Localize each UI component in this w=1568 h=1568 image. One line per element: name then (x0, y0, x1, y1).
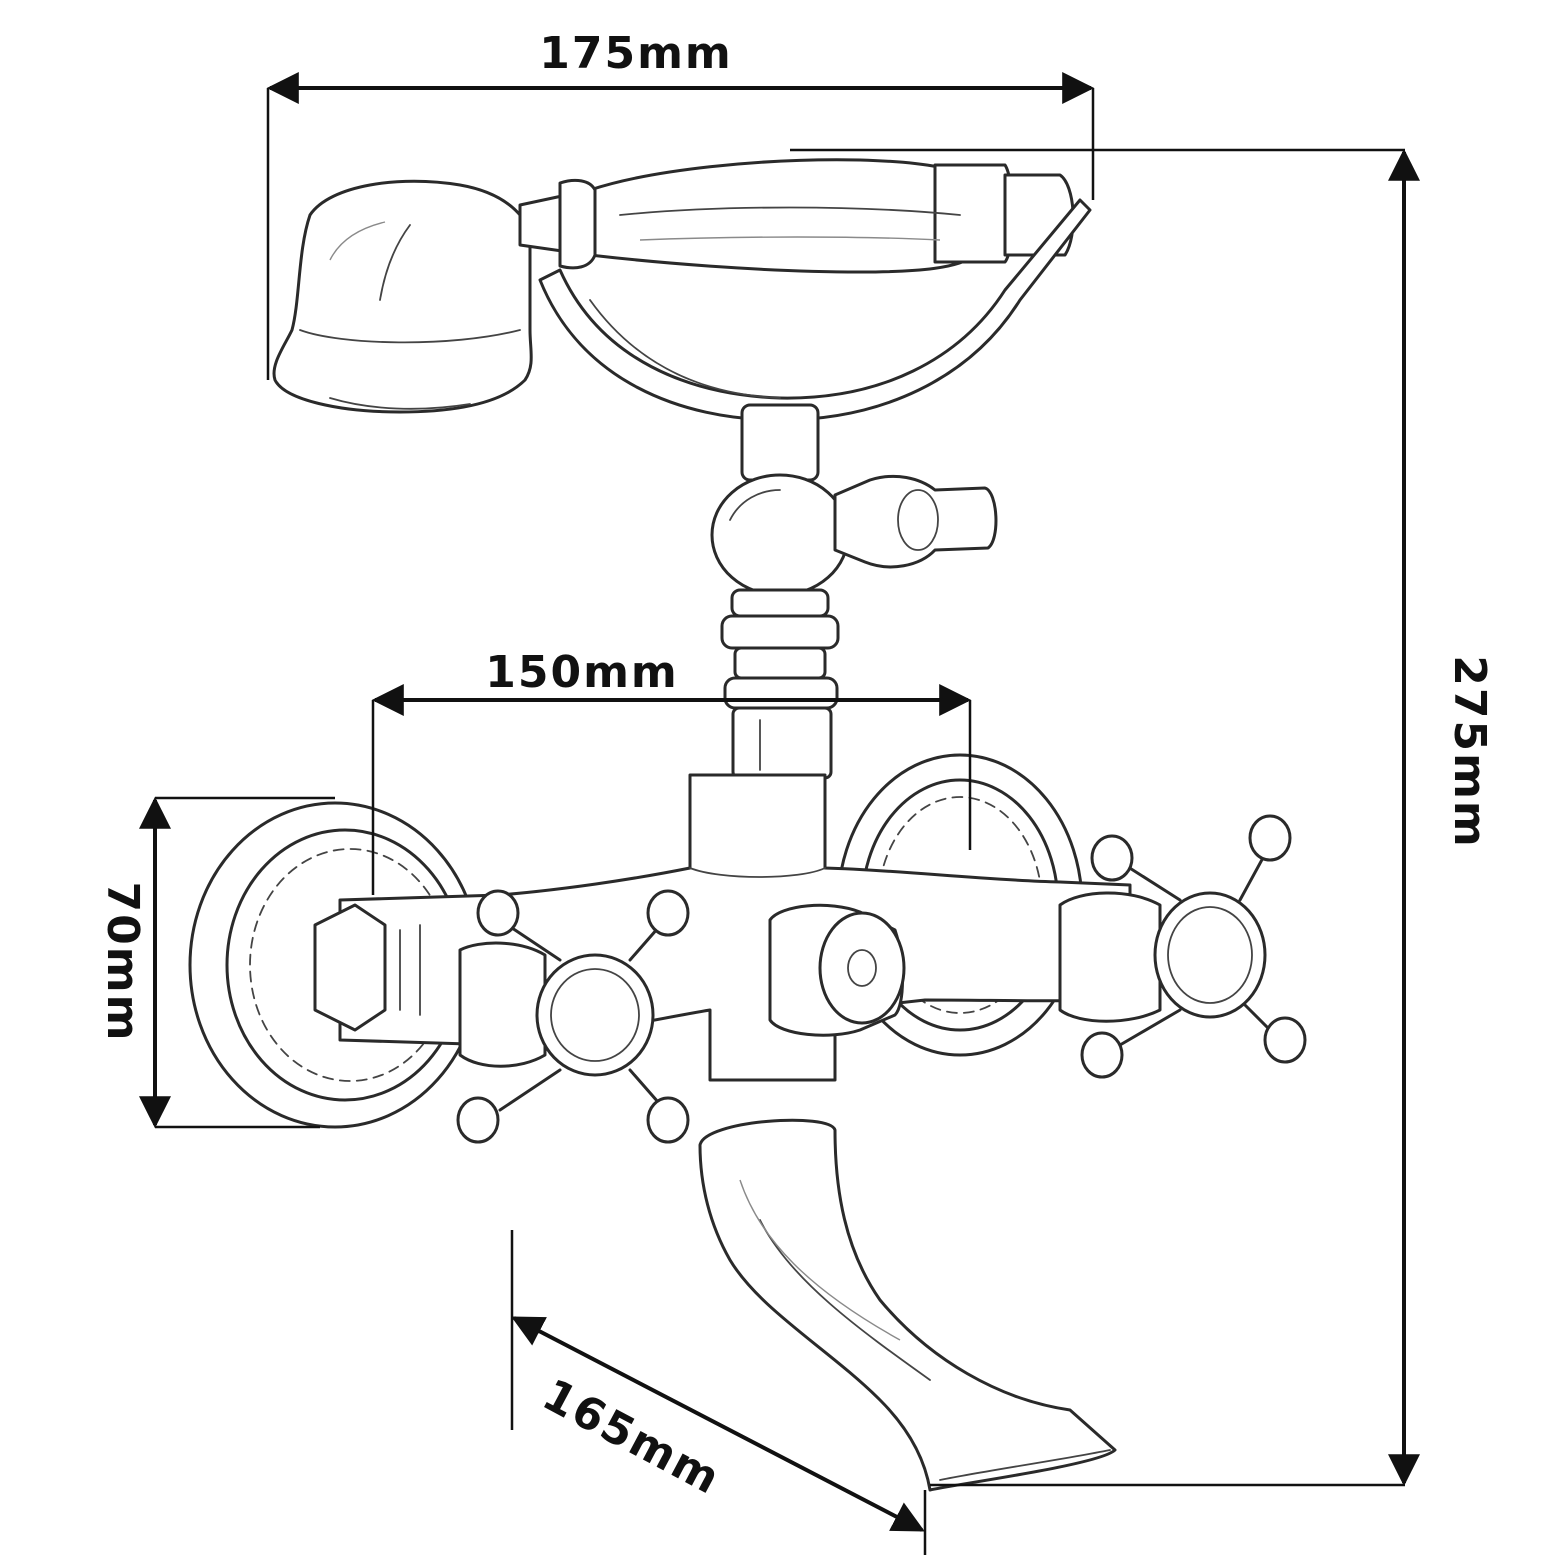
center-cap (768, 903, 906, 1037)
faucet-illustration (188, 158, 1307, 1492)
dimension-total-height: 275mm (790, 148, 1495, 1487)
cradle-hook (538, 198, 1092, 422)
dimension-label-70: 70mm (97, 882, 148, 1043)
hand-shower-handle (518, 158, 1075, 274)
right-cross-handle (1058, 814, 1307, 1079)
dimension-inlet-spacing: 150mm (371, 647, 972, 895)
diverter-knob (833, 474, 998, 569)
hand-shower-head (272, 179, 533, 414)
dimension-label-165: 165mm (534, 1369, 729, 1505)
dimension-label-175: 175mm (539, 28, 733, 79)
riser-pipe (710, 403, 850, 780)
dimension-handshower-width: 175mm (266, 28, 1095, 380)
tub-spout (698, 1118, 1117, 1492)
dimension-flange-diameter: 70mm (97, 796, 335, 1129)
left-cross-handle (456, 889, 690, 1144)
dimension-label-150: 150mm (485, 647, 679, 698)
dimension-label-275: 275mm (1444, 655, 1495, 849)
